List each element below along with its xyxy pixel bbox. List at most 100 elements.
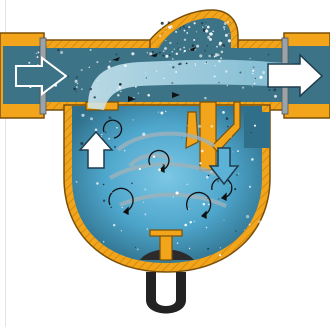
particle — [203, 203, 205, 205]
particle — [230, 184, 231, 185]
particle — [144, 189, 146, 191]
particle — [110, 207, 112, 209]
particle — [227, 21, 229, 23]
particle — [159, 52, 161, 54]
particle — [133, 97, 134, 98]
particle — [254, 83, 256, 85]
particle — [165, 40, 166, 41]
particle — [89, 67, 91, 69]
particle — [202, 26, 204, 28]
particle — [225, 34, 228, 37]
particle — [164, 47, 167, 50]
particle — [135, 86, 137, 88]
particle — [152, 51, 154, 53]
particle — [207, 62, 208, 63]
particle — [242, 86, 244, 88]
particle — [262, 71, 265, 74]
particle — [179, 48, 180, 49]
particle — [195, 65, 196, 66]
particle — [177, 242, 179, 244]
particle — [187, 184, 188, 185]
particle — [76, 181, 78, 183]
particle — [196, 31, 197, 32]
particle — [209, 32, 212, 35]
particle — [184, 30, 186, 32]
particle — [163, 164, 165, 166]
particle — [244, 230, 245, 231]
particle — [268, 54, 270, 56]
particle — [171, 82, 173, 84]
particle — [116, 127, 118, 129]
particle — [205, 30, 208, 33]
particle — [137, 248, 139, 250]
particle — [75, 80, 78, 83]
particle — [90, 88, 92, 90]
particle — [207, 198, 208, 199]
particle — [170, 64, 171, 65]
particle — [196, 45, 199, 48]
particle — [252, 70, 254, 72]
particle — [107, 66, 110, 69]
particle — [207, 36, 210, 39]
particle — [268, 89, 270, 91]
particle — [81, 114, 84, 117]
particle — [158, 112, 159, 113]
particle — [250, 58, 251, 59]
particle — [90, 117, 93, 120]
particle — [160, 27, 162, 29]
particle — [121, 230, 122, 231]
particle — [119, 83, 122, 86]
particle — [214, 65, 215, 66]
particle — [139, 168, 141, 170]
particle — [219, 42, 222, 45]
particle — [149, 52, 152, 55]
particle — [228, 33, 229, 34]
particle — [144, 213, 146, 215]
particle — [218, 60, 221, 63]
particle — [186, 32, 188, 34]
particle — [210, 171, 212, 173]
particle — [251, 158, 254, 161]
particle — [105, 132, 107, 134]
particle — [175, 71, 177, 73]
particle — [211, 125, 214, 128]
particle — [207, 26, 210, 29]
particle — [147, 52, 149, 54]
particle — [173, 196, 174, 197]
particle — [164, 31, 165, 32]
particle — [201, 22, 203, 24]
particle — [204, 50, 206, 52]
particle — [177, 43, 178, 44]
particle — [205, 22, 206, 23]
particle — [166, 27, 167, 28]
particle — [238, 173, 239, 174]
particle — [164, 78, 165, 79]
particle — [222, 111, 225, 114]
particle — [175, 31, 177, 33]
particle — [131, 52, 134, 55]
particle — [252, 86, 253, 87]
particle — [218, 198, 219, 199]
particle — [172, 66, 174, 68]
particle — [159, 35, 161, 37]
particle — [221, 51, 224, 54]
particle — [221, 40, 222, 41]
particle — [116, 53, 118, 55]
particle — [226, 117, 229, 120]
particle — [153, 155, 155, 157]
particle — [169, 54, 171, 56]
particle — [37, 56, 39, 58]
particle — [235, 230, 236, 231]
particle — [208, 55, 211, 58]
particle — [163, 50, 165, 52]
particle — [227, 126, 229, 128]
particle — [147, 94, 150, 97]
particle — [186, 28, 188, 30]
particle — [249, 186, 251, 188]
particle — [131, 182, 133, 184]
particle — [252, 73, 254, 75]
particle — [108, 138, 110, 140]
particle — [218, 82, 219, 83]
particle — [165, 111, 166, 112]
particle — [184, 39, 186, 41]
